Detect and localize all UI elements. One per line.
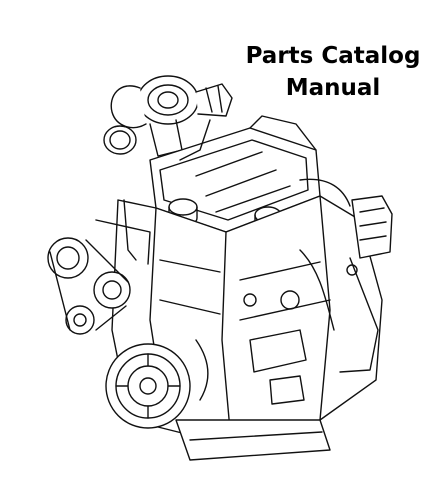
crankshaft-pulley [105,343,191,429]
title-line-1: Parts Catalog [245,43,421,69]
document-title: Parts Catalog Manual [238,40,428,104]
starter-motor [339,195,393,373]
oil-pan [175,419,331,461]
turbocharger [103,75,233,157]
pipes [123,119,351,331]
title-line-2: Manual [285,75,381,101]
front-pulleys [47,219,151,335]
